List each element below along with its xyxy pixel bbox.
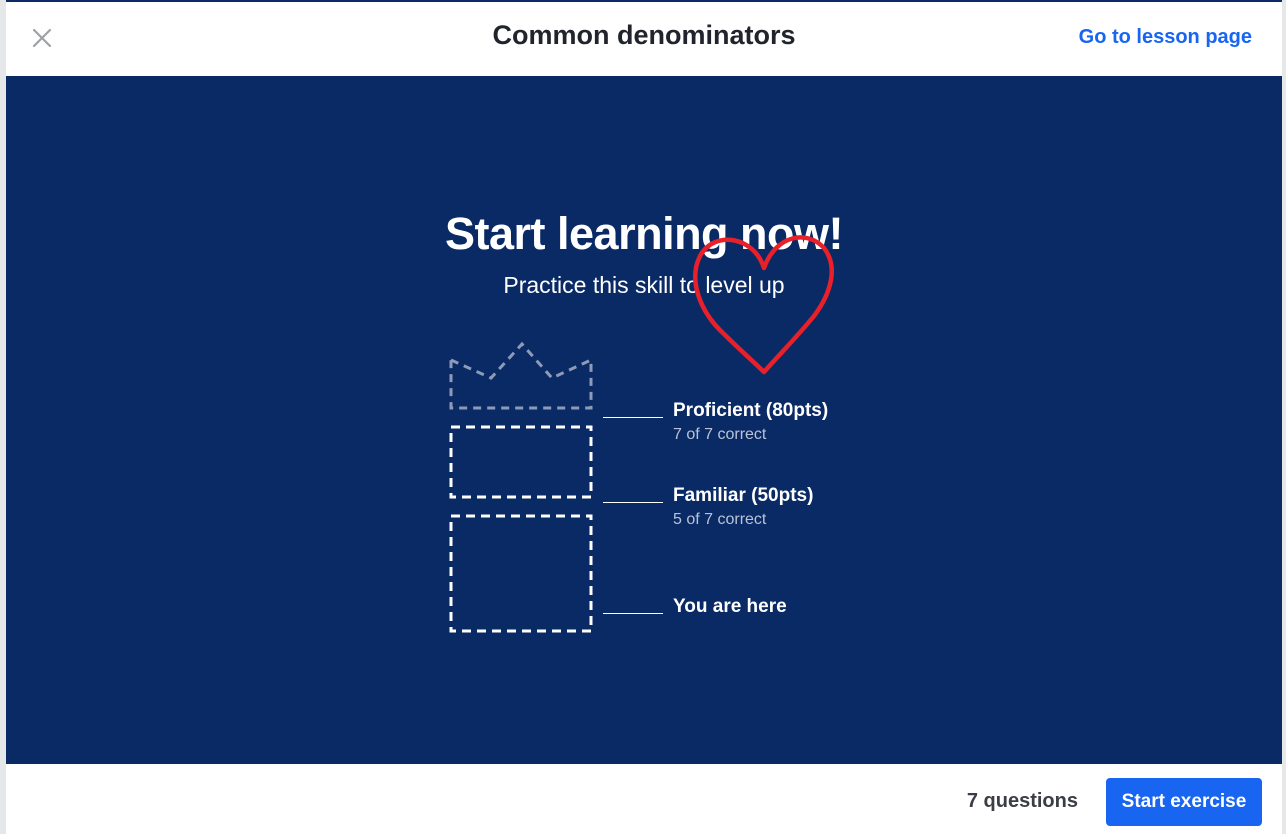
modal-title: Common denominators [492,20,796,50]
level-line [603,613,663,614]
hero-subtitle: Practice this skill to level up [503,272,785,298]
level-sub: 7 of 7 correct [673,426,767,443]
level-name: Familiar (50pts) [673,485,814,506]
hero-panel: Start learning now! Practice this skill … [6,76,1282,764]
proficient-block [449,425,593,499]
familiar-block [449,514,593,633]
start-exercise-button[interactable]: Start exercise [1106,778,1262,826]
hero-title: Start learning now! [444,208,844,259]
crown-icon [449,341,593,410]
background-page-right [1282,0,1286,834]
level-name: Proficient (80pts) [673,400,829,421]
heart-doodle-icon [693,235,834,375]
background-page-top [0,0,1286,2]
level-sub: 5 of 7 correct [673,511,767,528]
exercise-modal: Common denominators Go to lesson page St… [6,2,1282,834]
modal-header: Common denominators Go to lesson page [6,2,1282,77]
modal-footer: 7 questions Start exercise [6,764,1282,834]
level-name: You are here [673,596,787,617]
level-line [603,502,663,503]
close-icon [32,28,52,48]
go-to-lesson-link[interactable]: Go to lesson page [1078,26,1252,48]
question-count: 7 questions [966,790,1078,812]
close-button[interactable] [28,24,56,52]
background-page-left [0,0,6,834]
level-line [603,417,663,418]
mastery-ladder [449,341,593,633]
